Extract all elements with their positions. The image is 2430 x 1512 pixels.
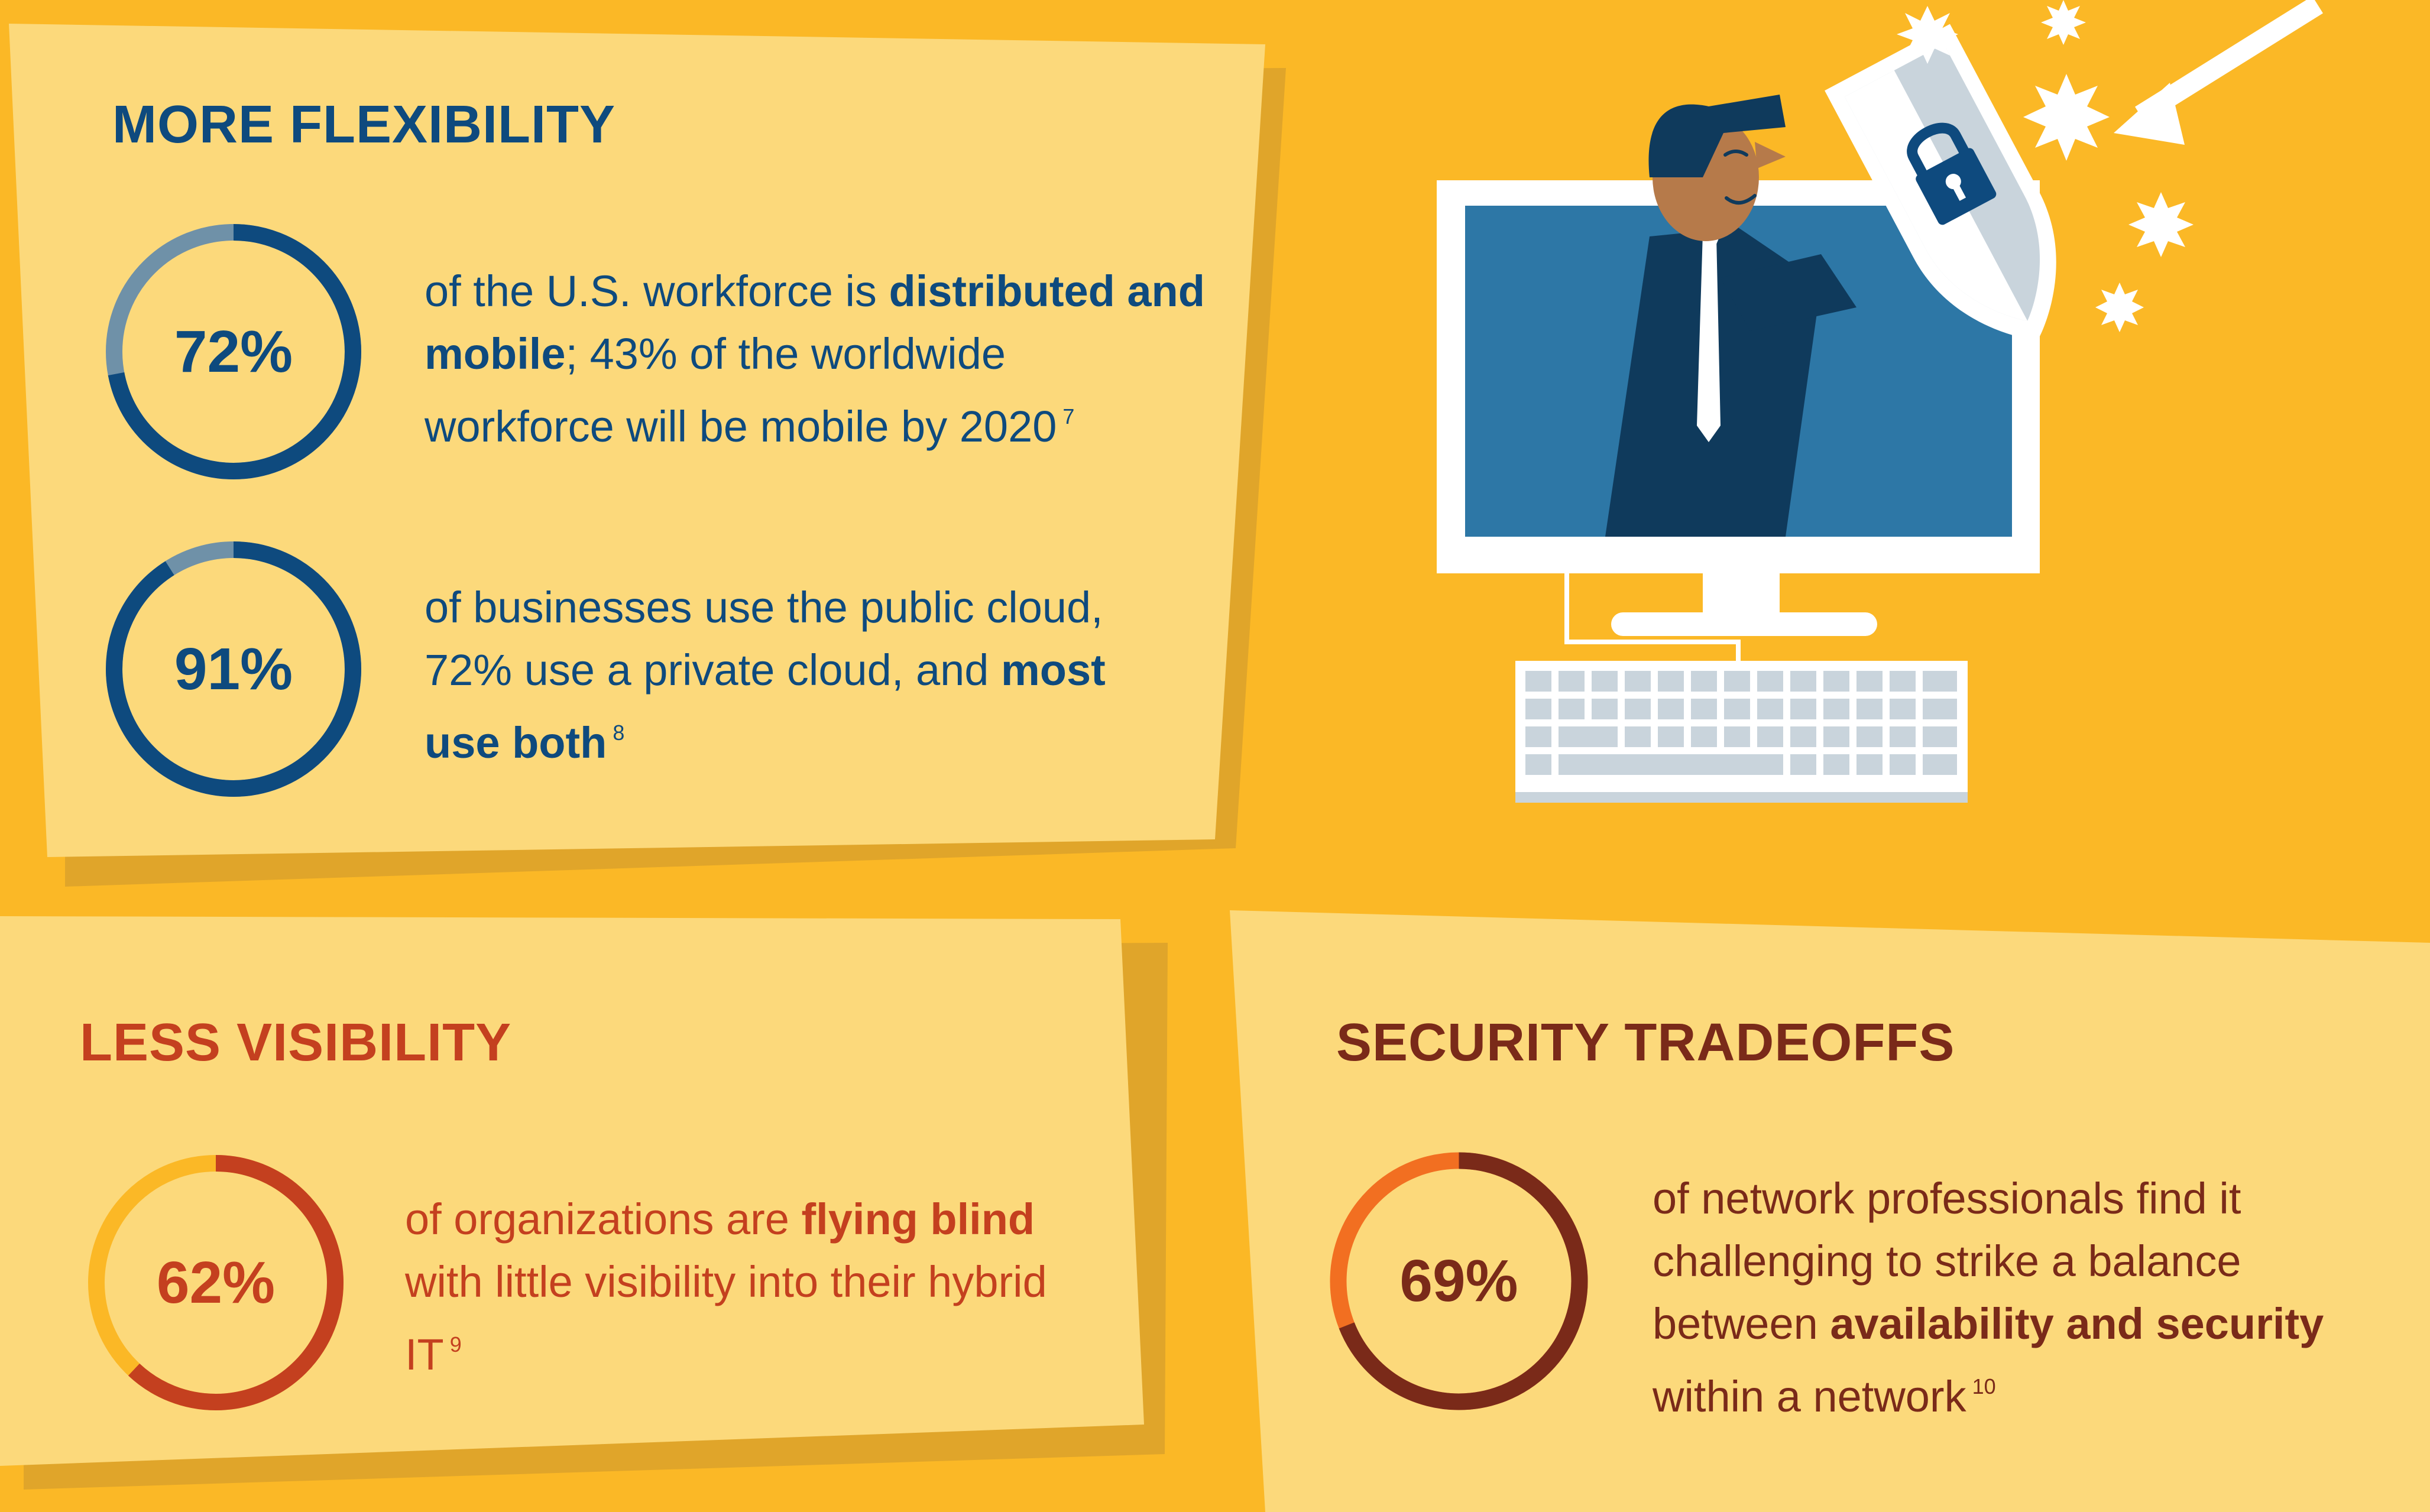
stat-emphasis: distributed and mobile: [425, 267, 1205, 378]
stat-ring-72: 72%: [103, 222, 364, 482]
stat-ring-91: 91%: [103, 539, 364, 799]
footnote-marker: 8: [613, 721, 625, 745]
stat-emphasis: flying blind: [801, 1195, 1035, 1244]
businessman-figure: [1605, 95, 1856, 537]
stat-text-62: of organizations are flying blind with l…: [405, 1195, 1047, 1379]
spark-icon: [1897, 0, 2194, 332]
footnote-marker: 10: [1972, 1374, 1996, 1399]
flexibility-card-paper: [9, 24, 1286, 887]
padlock-icon: [1907, 122, 1997, 225]
tradeoffs-card-paper: [1230, 910, 2430, 1512]
stat-text-72: of the U.S. workforce is distributed and…: [425, 267, 1205, 451]
flexibility-card: MORE FLEXIBILITY 72% of the U.S. workfor…: [0, 0, 1301, 898]
stat-percent-69: 69%: [1399, 1248, 1518, 1314]
stat-ring-69: 69%: [1327, 1150, 1590, 1413]
stat-text-91: of businesses use the public cloud, 72% …: [425, 583, 1106, 767]
businessman-with-shield-icon: [1437, 0, 2323, 803]
stat-text-69: of network professionals find it challen…: [1653, 1174, 2324, 1421]
visibility-card: LESS VISIBILITY 62% of organizations are…: [0, 904, 1182, 1512]
stat-percent-91: 91%: [174, 635, 293, 702]
stat-emphasis: most use both: [425, 645, 1106, 767]
flexibility-heading: MORE FLEXIBILITY: [112, 95, 616, 154]
keyboard-icon: [1515, 661, 1968, 803]
tradeoffs-heading: SECURITY TRADEOFFS: [1336, 1013, 1955, 1072]
footnote-marker: 7: [1062, 404, 1075, 429]
shield-icon: [1825, 24, 2056, 340]
stat-percent-72: 72%: [174, 318, 293, 385]
footnote-marker: 9: [449, 1332, 462, 1357]
tradeoffs-card: SECURITY TRADEOFFS 69% of network profes…: [1230, 904, 2430, 1512]
stat-ring-62: 62%: [86, 1153, 346, 1413]
stat-emphasis: availability and security: [1830, 1299, 2324, 1348]
incoming-arrow-icon: [2114, 0, 2323, 145]
visibility-heading: LESS VISIBILITY: [80, 1013, 512, 1072]
stat-percent-62: 62%: [156, 1249, 276, 1316]
